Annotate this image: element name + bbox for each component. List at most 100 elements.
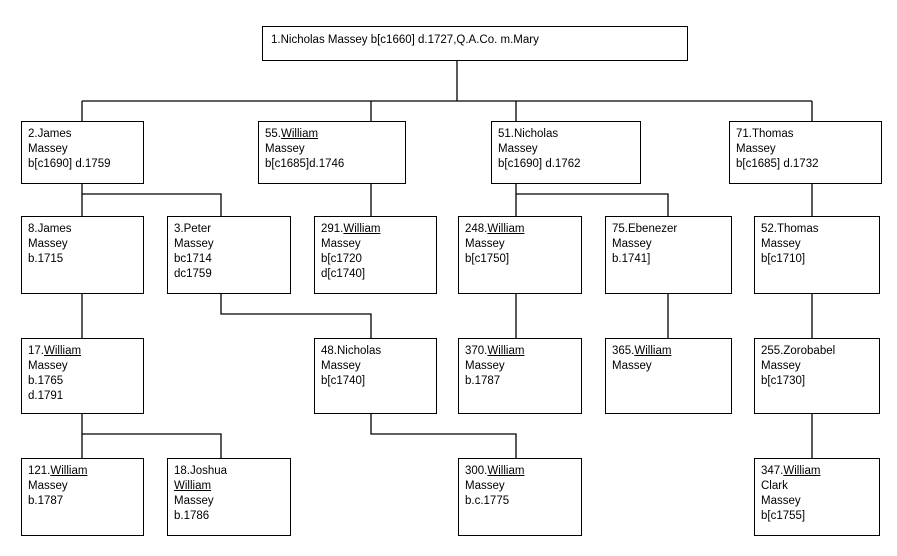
person-line: 71.Thomas bbox=[736, 127, 875, 142]
person-line: b[c1750] bbox=[465, 252, 575, 267]
person-line: b.1765 bbox=[28, 374, 137, 389]
person-line-text: d[c1740] bbox=[321, 268, 366, 280]
person-line: Massey bbox=[612, 237, 725, 252]
person-line: 248.William bbox=[465, 222, 575, 237]
person-line: 365.William bbox=[612, 344, 725, 359]
person-line-text: bc1714 bbox=[174, 253, 212, 265]
person-line: b.1715 bbox=[28, 252, 137, 267]
person-first-name-underlined: William bbox=[487, 465, 525, 477]
person-first-name-underlined: William bbox=[50, 465, 88, 477]
person-line-text: b[c1710] bbox=[761, 253, 806, 265]
person-line-text: b[c1740] bbox=[321, 375, 366, 387]
person-first-name-underlined: William bbox=[634, 345, 672, 357]
person-line-text: Massey bbox=[612, 238, 652, 250]
person-line: b[c1685]d.1746 bbox=[265, 157, 399, 172]
person-line-text: 3.Peter bbox=[174, 223, 212, 235]
person-line-text: Massey bbox=[465, 480, 505, 492]
person-line: b.1787 bbox=[28, 494, 137, 509]
person-line: 52.Thomas bbox=[761, 222, 873, 237]
connector-p17-children bbox=[81, 414, 222, 458]
person-line: Massey bbox=[761, 237, 873, 252]
person-line: b[c1685] d.1732 bbox=[736, 157, 875, 172]
person-line: 17.William bbox=[28, 344, 137, 359]
person-line: 48.Nicholas bbox=[321, 344, 430, 359]
person-line: Massey bbox=[761, 494, 873, 509]
person-line: Massey bbox=[736, 142, 875, 157]
person-box-root: 1.Nicholas Massey b[c1660] d.1727,Q.A.Co… bbox=[262, 26, 688, 61]
person-line: 2.James bbox=[28, 127, 137, 142]
person-line-text: Massey bbox=[612, 360, 652, 372]
person-line: b[c1690] d.1762 bbox=[498, 157, 634, 172]
person-line: Massey bbox=[465, 359, 575, 374]
person-line: Massey bbox=[174, 494, 284, 509]
person-line-text: Massey bbox=[28, 480, 68, 492]
person-line-text: Massey bbox=[736, 143, 776, 155]
person-first-name-underlined: William bbox=[174, 480, 212, 492]
person-line-text: 71.Thomas bbox=[736, 128, 794, 140]
person-box-p52: 52.Thomas Massey b[c1710] bbox=[754, 216, 880, 294]
person-line-text: Massey bbox=[174, 495, 214, 507]
person-line: 8.James bbox=[28, 222, 137, 237]
person-line: Massey bbox=[265, 142, 399, 157]
person-first-name-underlined: William bbox=[343, 223, 381, 235]
person-line-text: b[c1720 bbox=[321, 253, 362, 265]
person-line-text: 17. bbox=[28, 345, 44, 357]
person-line: Massey bbox=[321, 359, 430, 374]
person-line: Massey bbox=[498, 142, 634, 157]
person-line-text: 300. bbox=[465, 465, 488, 477]
person-line-text: b.1765 bbox=[28, 375, 64, 387]
person-line: 3.Peter bbox=[174, 222, 284, 237]
person-line-text: 8.James bbox=[28, 223, 72, 235]
person-line-text: b[c1685]d.1746 bbox=[265, 158, 345, 170]
person-line: b[c1740] bbox=[321, 374, 430, 389]
person-line-text: Massey bbox=[28, 360, 68, 372]
person-line: bc1714 bbox=[174, 252, 284, 267]
person-line: 51.Nicholas bbox=[498, 127, 634, 142]
connector-p2-children bbox=[81, 184, 222, 216]
person-line-text: Massey bbox=[174, 238, 214, 250]
person-line: 300.William bbox=[465, 464, 575, 479]
person-line-text: 291. bbox=[321, 223, 344, 235]
person-line: Massey bbox=[28, 359, 137, 374]
person-line: Massey bbox=[28, 142, 137, 157]
person-line-text: b.1715 bbox=[28, 253, 64, 265]
person-line: b.1741] bbox=[612, 252, 725, 267]
person-line-text: d.1791 bbox=[28, 390, 64, 402]
person-line-text: 18.Joshua bbox=[174, 465, 228, 477]
person-line: 75.Ebenezer bbox=[612, 222, 725, 237]
person-line-text: 121. bbox=[28, 465, 51, 477]
person-line: 55.William bbox=[265, 127, 399, 142]
person-line: Massey bbox=[28, 479, 137, 494]
person-line-text: Massey bbox=[28, 238, 68, 250]
person-line-text: Massey bbox=[465, 360, 505, 372]
person-line-text: Massey bbox=[761, 238, 801, 250]
person-line: b.1786 bbox=[174, 509, 284, 524]
connector-p48-p300 bbox=[370, 414, 517, 458]
person-line-text: 255.Zorobabel bbox=[761, 345, 836, 357]
person-line-text: Massey bbox=[321, 360, 361, 372]
person-line: 347.William bbox=[761, 464, 873, 479]
connector-p51-children bbox=[515, 184, 669, 216]
person-line: Massey bbox=[465, 237, 575, 252]
person-line-text: 248. bbox=[465, 223, 488, 235]
person-root-label: 1.Nicholas Massey b[c1660] d.1727,Q.A.Co… bbox=[271, 34, 539, 46]
person-line-text: b[c1730] bbox=[761, 375, 806, 387]
person-line-text: b.1741] bbox=[612, 253, 651, 265]
person-line: d[c1740] bbox=[321, 267, 430, 282]
person-line: 18.Joshua bbox=[174, 464, 284, 479]
person-first-name-underlined: William bbox=[487, 345, 525, 357]
person-line-text: dc1759 bbox=[174, 268, 212, 280]
person-line-text: Massey bbox=[265, 143, 305, 155]
